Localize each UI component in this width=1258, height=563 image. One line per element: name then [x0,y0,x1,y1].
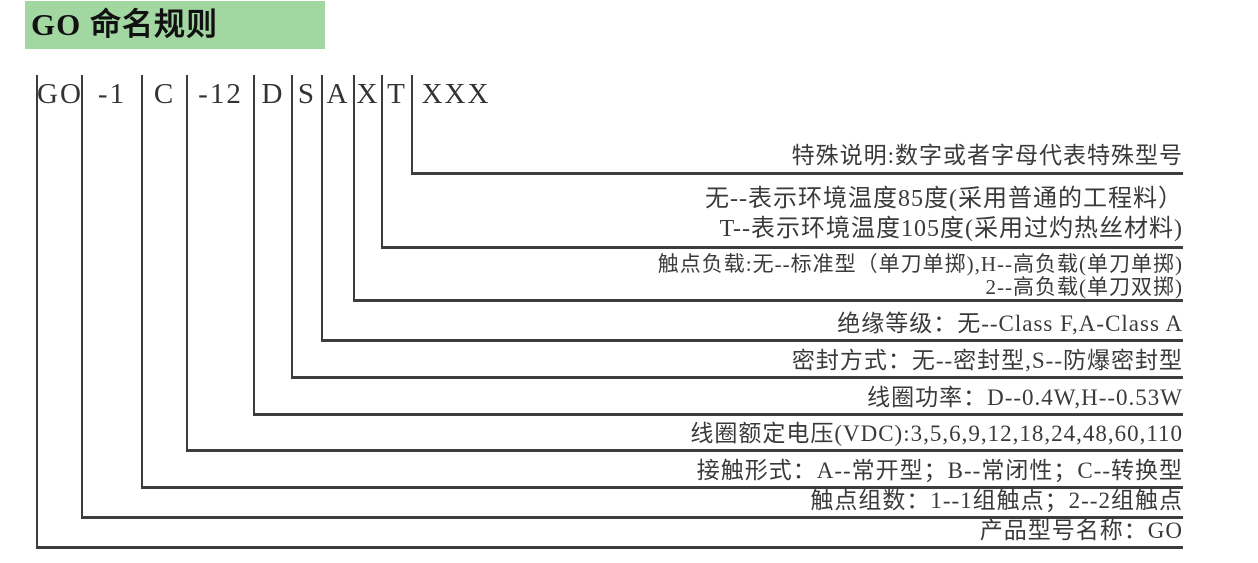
connector-vline-coil-power [253,75,255,414]
connector-hline-coil-power [253,413,1183,416]
code-segment-temperature: T [387,78,407,110]
connector-hline-temperature [381,246,1183,249]
connector-vline-special [411,75,413,172]
annotation-insulation-class: 绝缘等级：无--Class F,A-Class A [837,309,1183,338]
annotation-line: 接触形式：A--常开型；B--常闭性；C--转换型 [696,458,1183,483]
code-segment-contact-load: X [356,78,380,110]
connector-hline-voltage [186,449,1183,452]
annotation-line: 触点负载:无--标准型（单刀单掷),H--高负载(单刀单掷) [657,252,1183,276]
annotation-product-name: 产品型号名称：GO [980,516,1183,545]
annotation-contact-form: 接触形式：A--常开型；B--常闭性；C--转换型 [697,456,1183,485]
connector-vline-sealing [291,75,293,377]
code-segment-groups: -1 [97,78,127,110]
connector-vline-insulation [321,75,323,340]
connector-vline-groups [81,75,83,517]
connector-hline-sealing [291,376,1183,379]
connector-vline-series [36,75,38,547]
code-segment-coil-power: D [261,78,285,110]
annotation-contact-load: 触点负载:无--标准型（单刀单掷),H--高负载(单刀单掷) 2--高负载(单刀… [658,253,1183,299]
connector-vline-contact-form [141,75,143,487]
annotation-coil-rated-voltage: 线圈额定电压(VDC):3,5,6,9,12,18,24,48,60,110 [690,419,1183,448]
annotation-line: 绝缘等级：无--Class F,A-Class A [837,311,1183,336]
connector-hline-special [411,172,1183,175]
annotation-line: 密封方式：无--密封型,S--防爆密封型 [791,348,1183,373]
annotation-line: 2--高负载(单刀双掷) [985,275,1183,299]
annotation-line: 产品型号名称：GO [979,518,1183,543]
annotation-ambient-temperature: 无--表示环境温度85度(采用普通的工程料） T--表示环境温度105度(采用过… [705,184,1183,244]
annotation-line: 特殊说明:数字或者字母代表特殊型号 [791,143,1183,168]
annotation-line: T--表示环境温度105度(采用过灼热丝材料) [719,216,1183,242]
connector-hline-groups [81,516,1183,519]
connector-vline-voltage [186,75,188,450]
annotation-line: 线圈额定电压(VDC):3,5,6,9,12,18,24,48,60,110 [690,421,1183,446]
code-segment-voltage: -12 [198,78,243,110]
connector-vline-contact-load [353,75,355,300]
code-segment-series: GO [37,78,83,110]
connector-hline-series [36,546,1183,549]
connector-hline-contact-load [353,299,1183,302]
connector-vline-temperature [381,75,383,247]
connector-hline-contact-form [141,486,1183,489]
annotation-sealing-type: 密封方式：无--密封型,S--防爆密封型 [792,346,1183,375]
annotation-line: 无--表示环境温度85度(采用普通的工程料） [705,186,1183,212]
annotation-contact-groups: 触点组数：1--1组触点；2--2组触点 [810,486,1183,515]
annotation-special-note: 特殊说明:数字或者字母代表特殊型号 [792,141,1183,170]
code-segment-sealing: S [297,78,317,110]
code-segment-special: XXX [421,78,491,110]
code-segment-insulation: A [326,78,350,110]
annotation-line: 触点组数：1--1组触点；2--2组触点 [810,488,1183,513]
page-title: GO 命名规则 [31,7,218,42]
annotation-line: 线圈功率：D--0.4W,H--0.53W [867,385,1183,410]
connector-hline-insulation [321,339,1183,342]
code-segment-contact-form: C [153,78,176,110]
page-header: GO 命名规则 [25,1,325,49]
annotation-coil-power: 线圈功率：D--0.4W,H--0.53W [867,383,1183,412]
